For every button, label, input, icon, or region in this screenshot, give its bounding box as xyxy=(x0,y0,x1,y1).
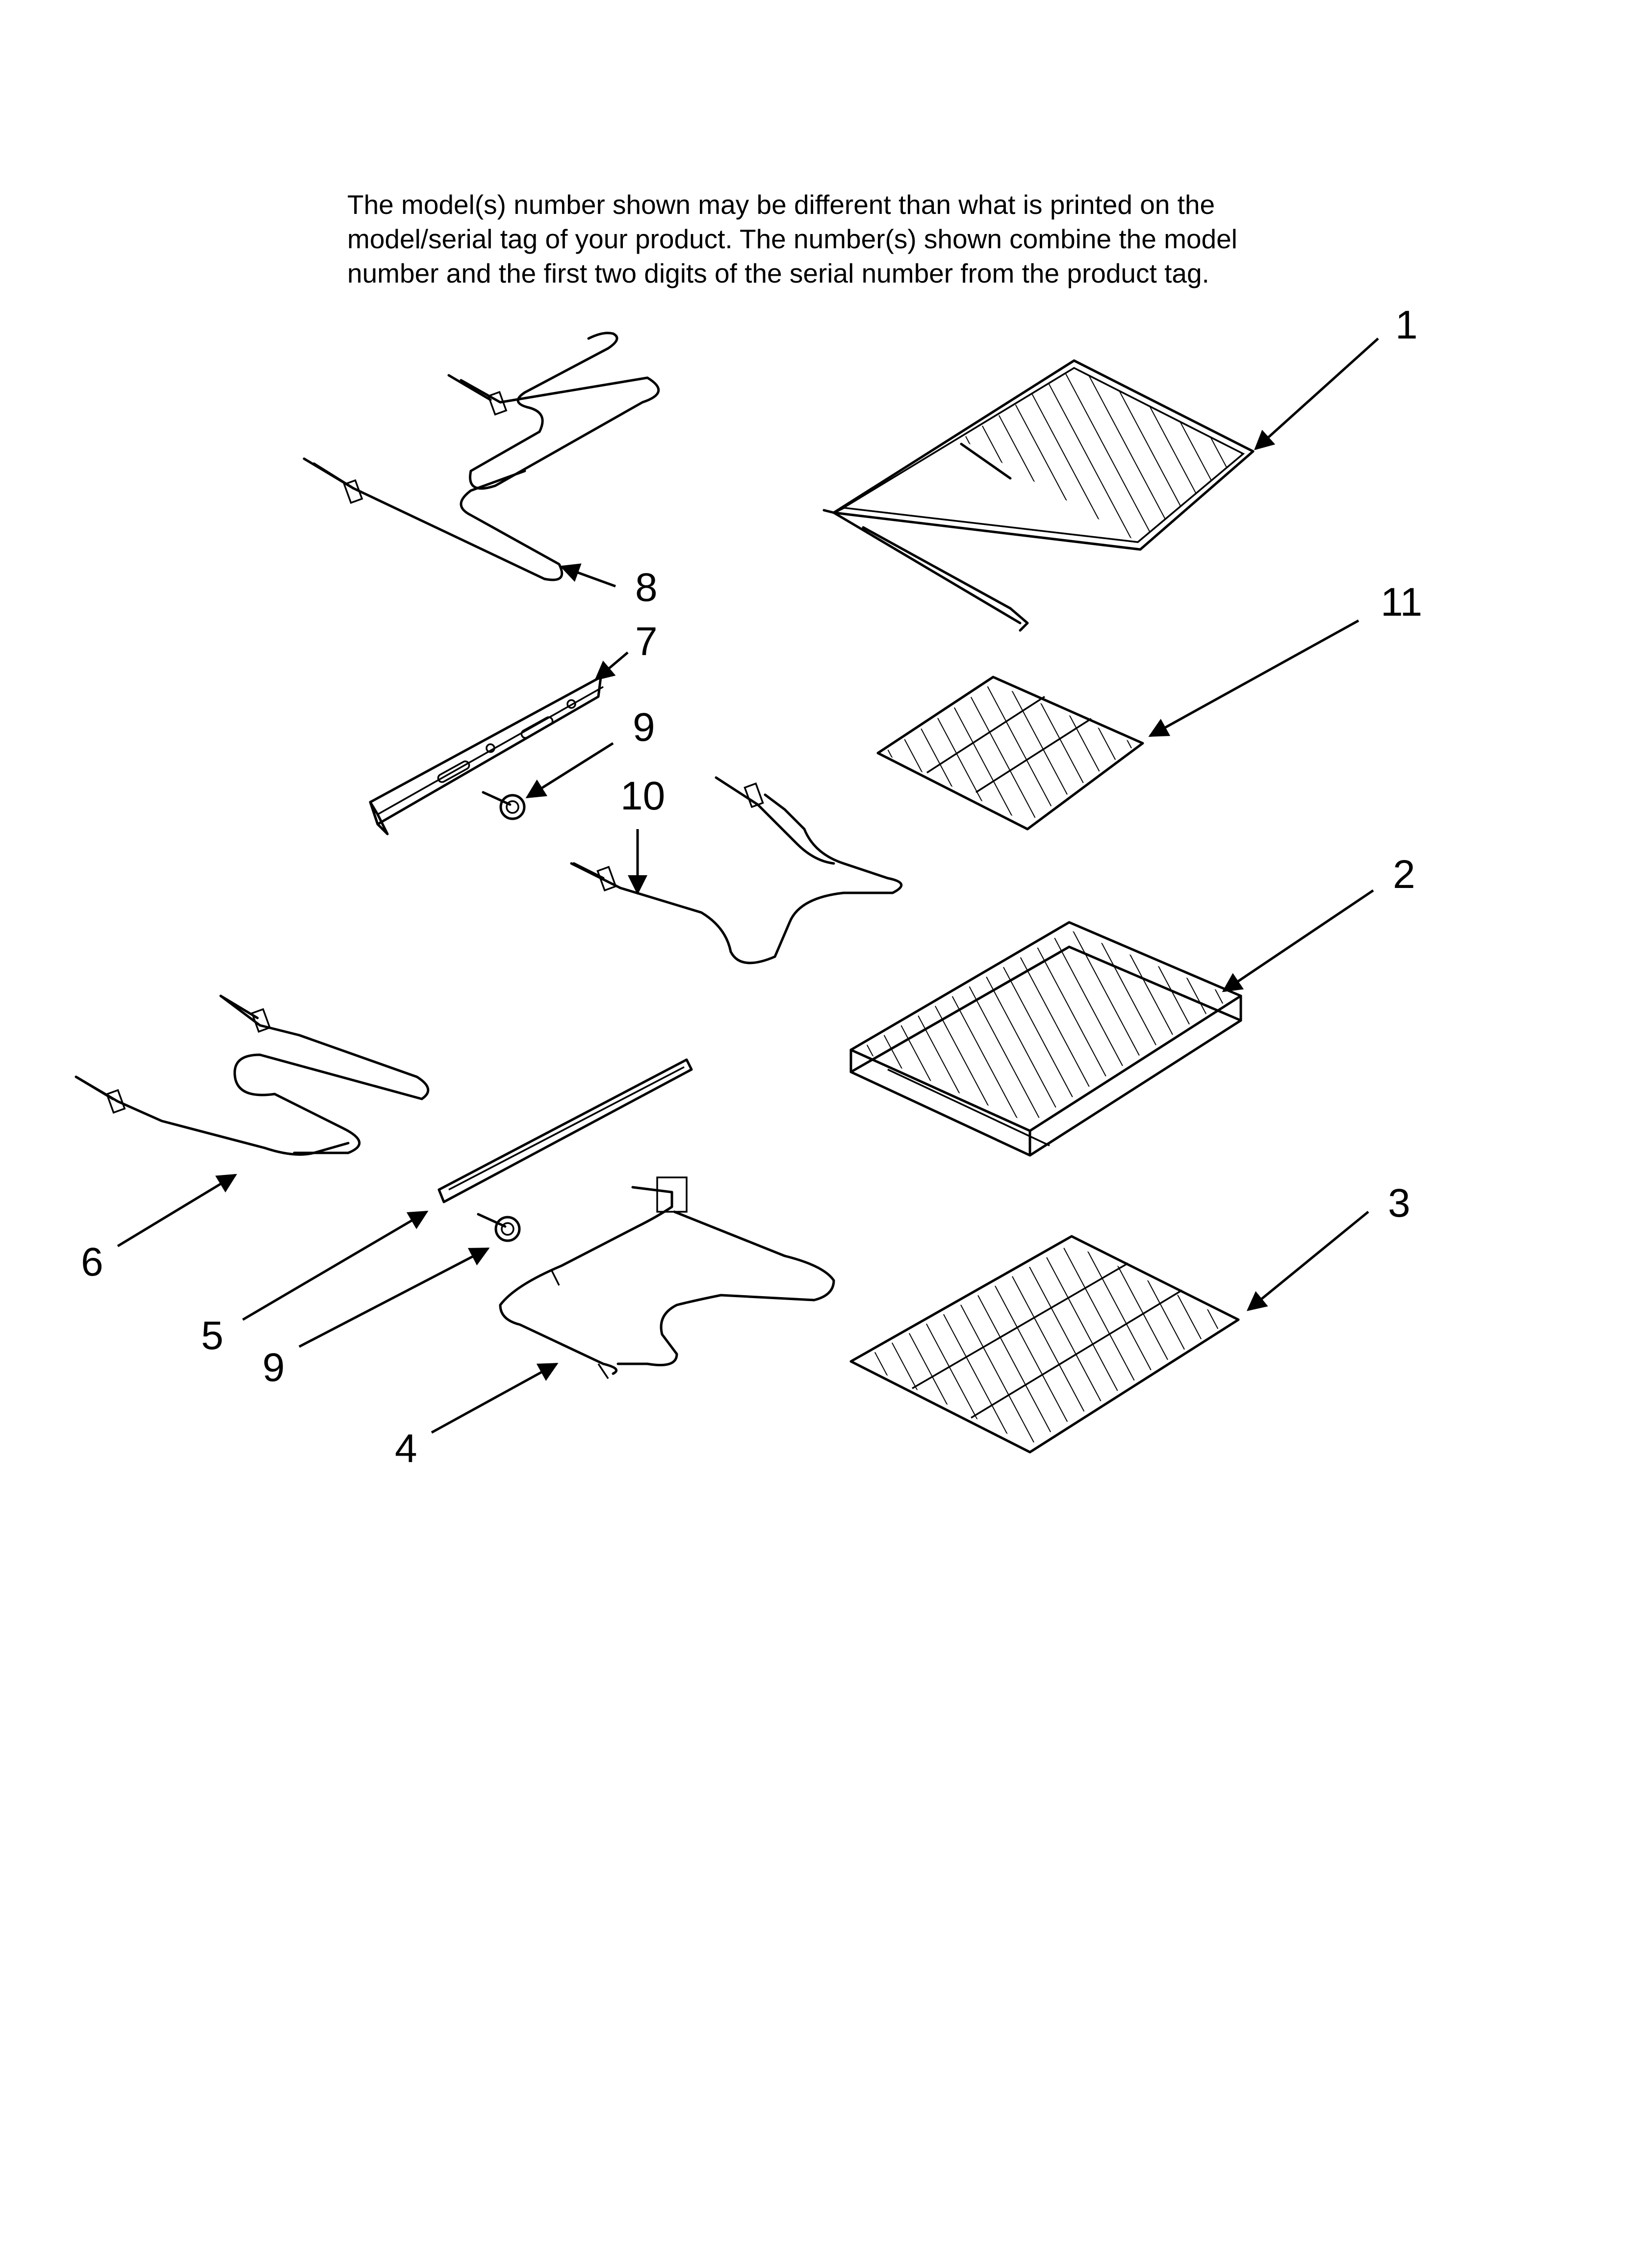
notice-line-1: The model(s) number shown may be differe… xyxy=(347,189,1215,220)
callout-9-lower: 9 xyxy=(262,1345,285,1390)
part-10-bake-element xyxy=(570,776,903,965)
part-9-screw-upper xyxy=(482,791,526,820)
callout-11: 11 xyxy=(1381,580,1422,625)
callout-6: 6 xyxy=(81,1240,103,1284)
callout-9-upper: 9 xyxy=(633,705,655,750)
notice-line-3: number and the first two digits of the s… xyxy=(347,258,1209,288)
notice-line-2: model/serial tag of your product. The nu… xyxy=(347,224,1237,254)
part-3-oven-rack xyxy=(849,1235,1240,1454)
part-11-half-rack xyxy=(876,676,1144,831)
parts-notice: The model(s) number shown may be differe… xyxy=(347,187,1426,290)
callouts: 1 11 2 3 8 7 9 10 6 5 9 4 xyxy=(81,303,1422,1471)
callout-1: 1 xyxy=(1395,303,1418,347)
callout-7: 7 xyxy=(635,619,658,664)
part-6-bake-element xyxy=(75,994,430,1156)
part-9-screw-lower xyxy=(477,1213,521,1242)
callout-4: 4 xyxy=(395,1426,417,1471)
part-1-sliding-rack xyxy=(822,359,1255,632)
part-2-oven-rack xyxy=(849,921,1242,1157)
part-8-heating-element xyxy=(303,332,660,581)
part-5-trim-strip xyxy=(437,1058,693,1203)
callout-8: 8 xyxy=(635,565,658,610)
callout-10: 10 xyxy=(620,774,665,818)
callout-3: 3 xyxy=(1388,1181,1411,1225)
part-4-broil-element xyxy=(499,1176,835,1379)
part-7-element-bracket xyxy=(369,676,604,835)
callout-2: 2 xyxy=(1393,852,1415,897)
callout-5: 5 xyxy=(201,1313,224,1358)
